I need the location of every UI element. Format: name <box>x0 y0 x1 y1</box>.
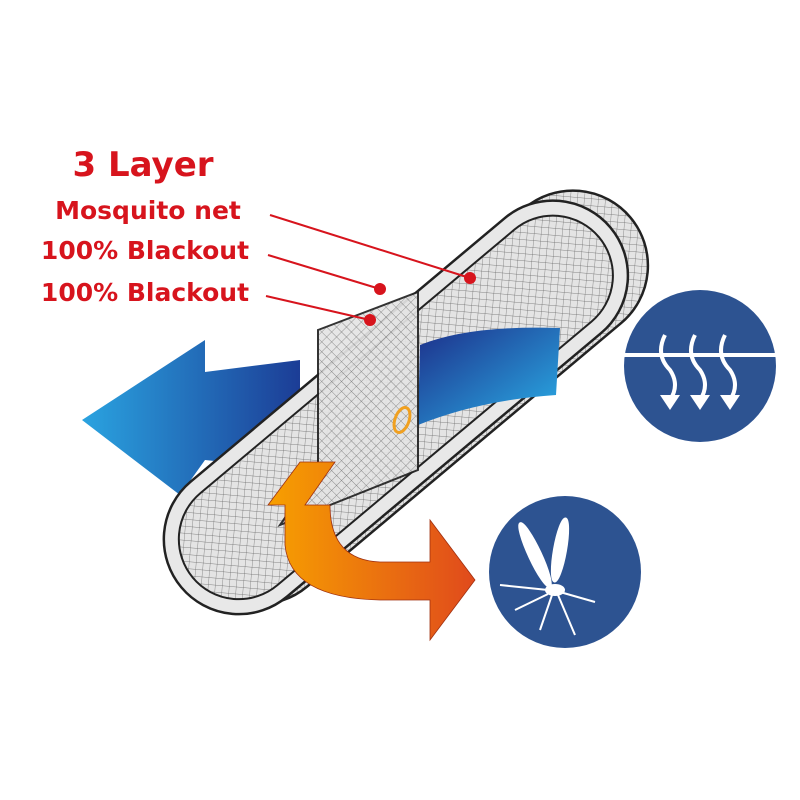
mosquito-icon <box>489 496 641 648</box>
layer-label-blackout-1: 100% Blackout <box>40 236 250 265</box>
layer-label-blackout-2: 100% Blackout <box>40 278 250 307</box>
layer-label-mosquito-net: Mosquito net <box>55 196 241 225</box>
blackout-flap <box>277 290 419 528</box>
diagram-title: 3 Layer <box>72 145 214 185</box>
airflow-in-band <box>418 327 560 425</box>
leader-lines <box>265 214 476 326</box>
heat-flow-icon <box>624 290 776 442</box>
toggle-ring <box>392 406 412 434</box>
airflow-orange-arrow <box>267 461 476 642</box>
